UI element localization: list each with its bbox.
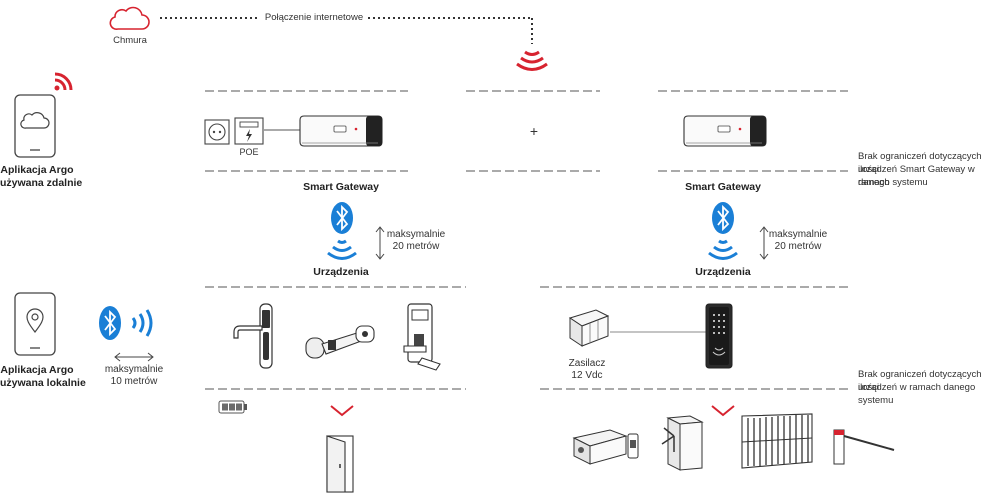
local-app-title-line1: Aplikacja Argo	[0, 364, 74, 376]
left-devices-title: Urządzenia	[313, 266, 369, 278]
bluetooth-signal-icon	[327, 239, 357, 260]
cloud-label: Chmura	[113, 35, 147, 46]
chevron-down-icon	[330, 405, 354, 417]
turnstile-icon	[661, 415, 704, 471]
power-supply-icon	[568, 309, 610, 347]
bluetooth-icon	[331, 202, 353, 234]
cloud-icon	[109, 6, 150, 30]
keypad-reader-icon	[705, 303, 733, 369]
right-range-line1: maksymalnie	[768, 229, 828, 240]
gateway-note-line1: Brak ograniczeń dotyczących ilości	[858, 151, 982, 175]
bt-range-line1: maksymalnie	[104, 364, 164, 375]
gateway-note-line3: danego systemu	[858, 177, 928, 188]
power-socket-icon	[204, 119, 230, 145]
poe-label: POE	[239, 147, 259, 157]
barrier-gate-icon	[833, 429, 895, 465]
remote-app-title-line2: używana zdalnie	[0, 177, 83, 189]
phone-cloud-icon	[14, 94, 56, 158]
bluetooth-icon	[99, 306, 121, 340]
door-icon	[326, 435, 354, 493]
right-range-line2: 20 metrów	[774, 241, 822, 252]
wireless-signal-icon	[516, 50, 548, 71]
door-handle-lock-icon	[233, 303, 273, 369]
horizontal-range-arrow	[114, 352, 154, 362]
poe-cable	[264, 129, 300, 131]
bluetooth-signal-icon	[131, 309, 153, 337]
remote-app-title-line1: Aplikacja Argo	[0, 164, 74, 176]
left-range-line2: 20 metrów	[392, 241, 440, 252]
plus-sign: +	[529, 123, 539, 139]
bluetooth-signal-icon	[708, 239, 738, 260]
left-range-line1: maksymalnie	[386, 229, 446, 240]
right-gateway-title: Smart Gateway	[685, 181, 761, 193]
devices-note-line2: urządzeń w ramach danego systemu	[858, 382, 976, 406]
smart-gateway-device-icon	[299, 115, 383, 147]
poe-port-icon	[234, 117, 264, 145]
vertical-range-arrow	[759, 226, 769, 260]
lever-lock-icon	[403, 303, 441, 371]
internet-connection-label: Połączenie internetowe	[264, 12, 364, 23]
local-app-title-line2: używana lokalnie	[0, 377, 86, 389]
cylinder-lock-icon	[305, 325, 375, 359]
bluetooth-icon	[712, 202, 734, 234]
wifi-icon	[54, 72, 73, 91]
internet-connection-line	[160, 17, 533, 44]
sliding-gate-icon	[741, 413, 813, 469]
bt-range-line2: 10 metrów	[110, 376, 158, 387]
power-supply-line2: 12 Vdc	[571, 370, 603, 381]
devices-note-line1: Brak ograniczeń dotyczących ilości	[858, 369, 982, 393]
electric-strike-lock-icon	[572, 429, 639, 465]
right-devices-title: Urządzenia	[695, 266, 751, 278]
battery-icon	[218, 400, 247, 414]
vertical-range-arrow	[375, 226, 385, 260]
left-gateway-title: Smart Gateway	[303, 181, 379, 193]
gateway-note-line2: urządzeń Smart Gateway w ramach	[858, 164, 975, 188]
power-supply-cable	[610, 331, 706, 333]
smart-gateway-device-icon	[683, 115, 767, 147]
chevron-down-icon	[711, 405, 735, 417]
phone-location-icon	[14, 292, 56, 356]
power-supply-line1: Zasilacz	[568, 358, 606, 369]
